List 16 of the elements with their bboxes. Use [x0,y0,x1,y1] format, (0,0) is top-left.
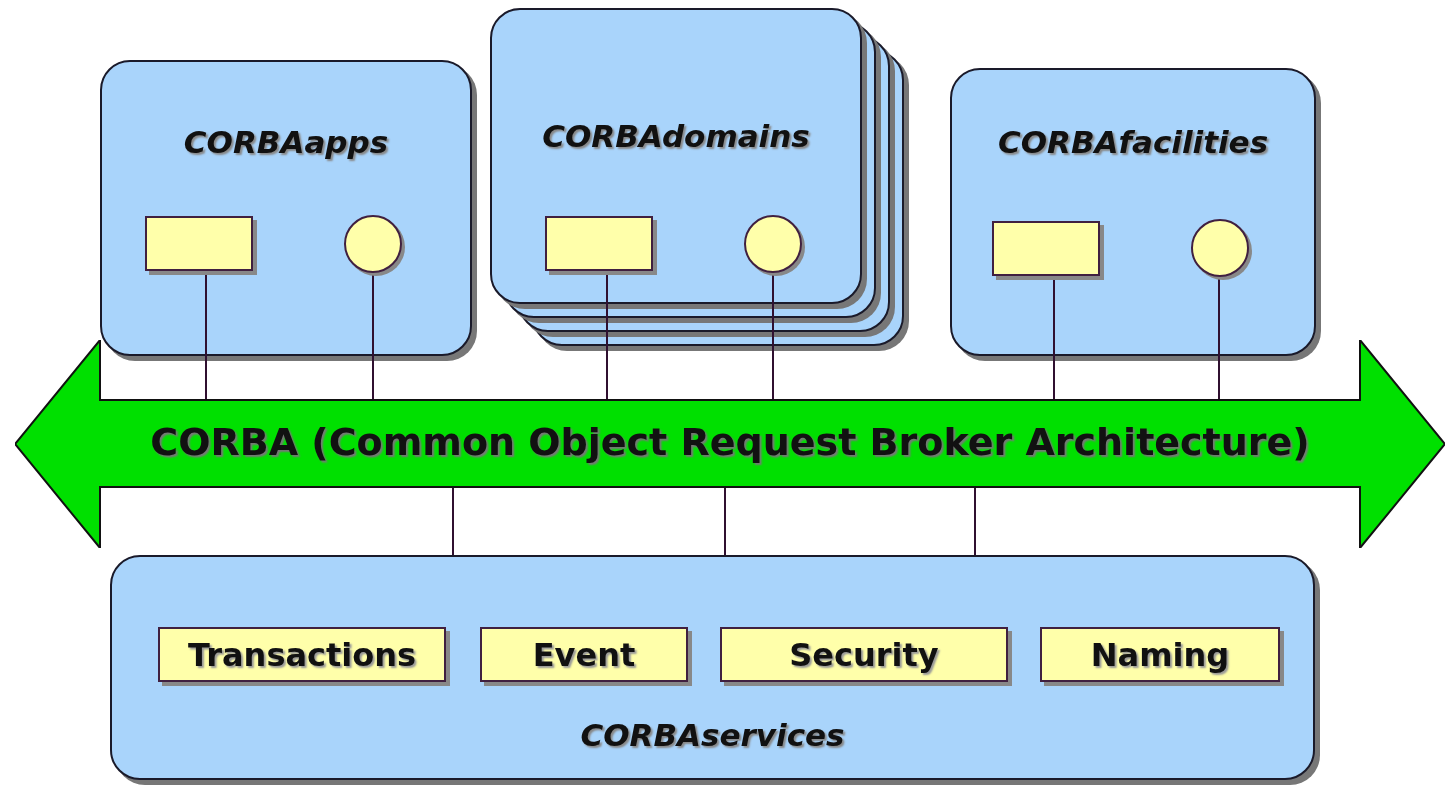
double-arrow-band [15,340,1445,548]
card-title: CORBAservices [580,717,845,753]
interface-circle [1191,219,1249,277]
service-label: Transactions [187,635,417,674]
connector-line [974,486,976,556]
band-label: CORBA (Common Object Request Broker Architecture) [150,420,1310,464]
card-title: CORBAapps [183,124,389,160]
interface-circle [744,215,802,273]
service-label: Naming [1090,635,1230,674]
connector-line [724,486,726,556]
service-label: Security [789,635,939,674]
card-title: CORBAfacilities [997,124,1269,160]
interface-circle [344,215,402,273]
connector-line [452,486,454,556]
service-label: Event [532,635,636,674]
card-title: CORBAdomains [542,118,810,154]
